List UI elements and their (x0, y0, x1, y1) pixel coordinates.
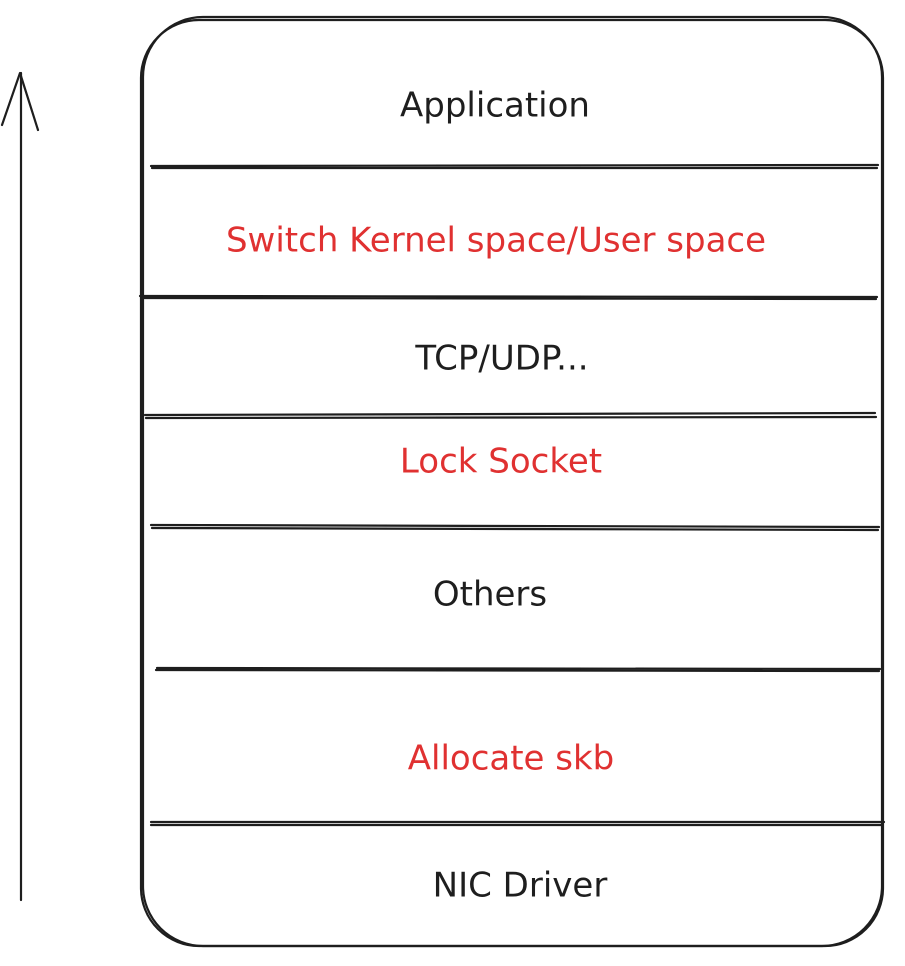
layer-label-switch-kernel-user-space: Switch Kernel space/User space (226, 221, 766, 261)
divider-line (155, 666, 882, 671)
divider-line (149, 523, 881, 529)
divider-line (154, 668, 881, 673)
divider-line (141, 296, 878, 301)
layer-label-allocate-skb: Allocate skb (408, 739, 615, 779)
layer-label-tcp-udp: TCP/UDP... (414, 339, 588, 379)
layer-label-others: Others (433, 575, 547, 615)
divider-line (150, 526, 880, 532)
layer-dividers (138, 163, 886, 827)
divider-line (149, 163, 880, 168)
layer-label-nic-driver: NIC Driver (433, 866, 608, 906)
divider-line (144, 415, 878, 420)
arrow-head-icon (0, 71, 40, 132)
layer-label-lock-socket: Lock Socket (400, 442, 602, 482)
divider-line (143, 411, 877, 417)
stack-box (139, 15, 885, 948)
upward-flow-arrow (0, 71, 40, 902)
layer-label-application: Application (400, 86, 590, 126)
divider-line (138, 294, 879, 299)
